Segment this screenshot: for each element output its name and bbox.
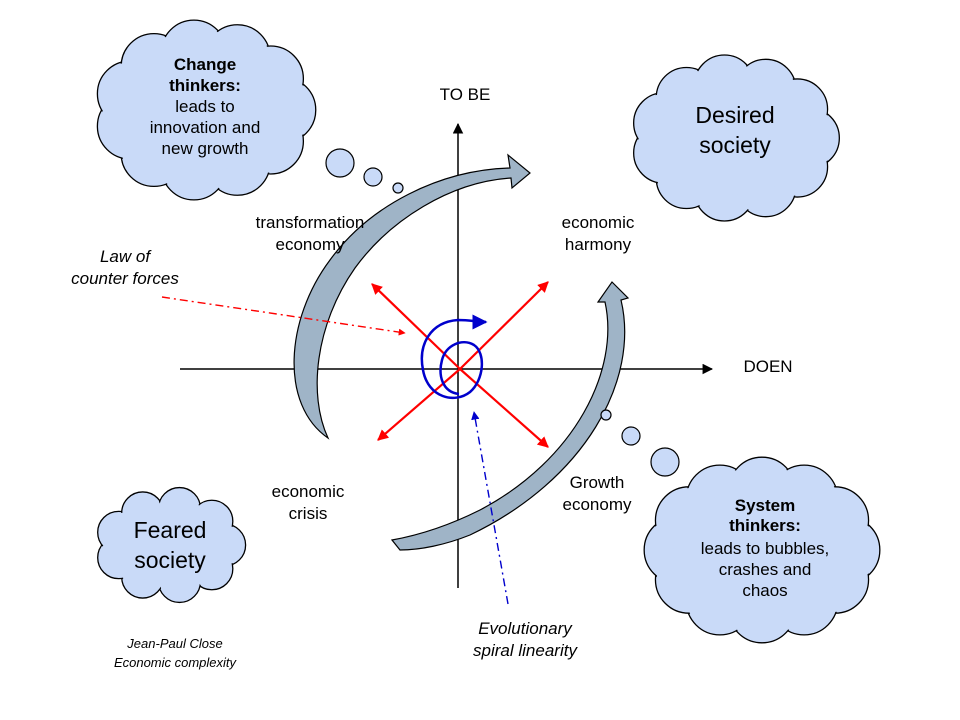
thought-bubble-large <box>650 447 680 477</box>
system-thinkers-cloud <box>643 456 881 644</box>
counter-forces-pointer <box>161 296 406 336</box>
cloud-core <box>112 506 228 584</box>
change-thinkers-body: leads to innovation and new growth <box>149 97 261 158</box>
system-thinkers-title: System thinkers: <box>729 496 801 535</box>
counter-force-arrow-sw <box>377 368 461 441</box>
evolutionary-spiral-label: Evolutionary spiral linearity <box>473 619 577 660</box>
thought-bubble-medium <box>621 426 641 446</box>
horizontal-axis-label: DOEN <box>743 357 793 376</box>
quadrant-label-bottom-left: economic crisis <box>271 482 345 523</box>
change-thinkers-title: Change thinkers: <box>169 55 241 95</box>
credit-author: Jean-Paul Close <box>127 636 223 651</box>
credit-subtitle: Economic complexity <box>113 655 237 670</box>
feared-society-cloud <box>97 486 247 604</box>
thought-bubble-small <box>600 409 612 421</box>
feared-society-label: Feared society <box>133 517 207 573</box>
transformation-swoosh-arrow <box>293 153 531 440</box>
counter-force-arrow-se <box>459 368 549 448</box>
thought-bubble-large <box>325 148 355 178</box>
cloud-core <box>673 487 851 613</box>
system-thinkers-body: leads to bubbles, crashes and chaos <box>700 539 830 600</box>
desired-society-label: Desired society <box>695 102 775 158</box>
evolutionary-spiral <box>420 314 488 400</box>
cloud-core <box>123 49 287 171</box>
thought-bubble-medium <box>363 167 383 187</box>
desired-society-cloud <box>633 54 840 222</box>
counter-force-arrow-ne <box>459 281 549 370</box>
counter-force-arrow-nw <box>371 283 461 370</box>
quadrant-label-bottom-right: Growth economy <box>562 473 632 514</box>
spiral-pointer <box>471 411 509 605</box>
vertical-axis-label: TO BE <box>439 85 491 104</box>
thought-bubble-small <box>392 182 404 194</box>
quadrant-label-top-left: transformation economy <box>255 213 365 254</box>
law-of-counter-forces-label: Law of counter forces <box>71 247 179 288</box>
change-thinkers-cloud <box>96 19 317 201</box>
cloud-core <box>657 81 813 195</box>
quadrant-label-top-right: economic harmony <box>561 213 635 254</box>
